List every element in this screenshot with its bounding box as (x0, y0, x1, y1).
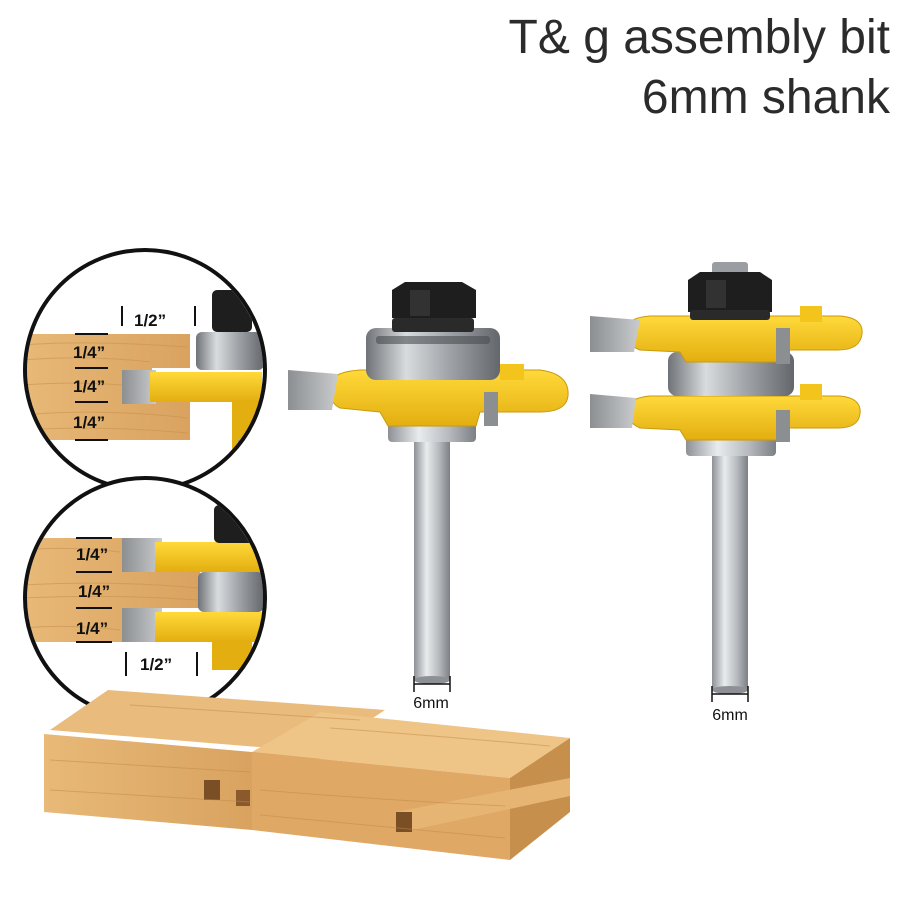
bottom-thickness-label-3: 1/4” (76, 619, 108, 638)
bottom-thickness-label-1: 1/4” (76, 545, 108, 564)
top-thickness-label-2: 1/4” (73, 377, 105, 396)
left-shank-label: 6mm (413, 695, 449, 712)
wood-board-bottom (27, 538, 200, 642)
router-bit-left: 6mm (288, 282, 569, 712)
top-width-label: 1/2” (134, 311, 166, 330)
detail-circle-bottom: 1/4” 1/4” 1/4” 1/2” (23, 476, 267, 720)
product-title: T& g assembly bit 6mm shank (509, 8, 890, 128)
title-line-2: 6mm shank (641, 71, 890, 124)
bottom-thickness-label-2: 1/4” (78, 582, 110, 601)
bottom-width-label: 1/2” (140, 655, 172, 674)
detail-circle-top: 1/2” 1/4” 1/4” 1/4” (23, 248, 267, 492)
top-thickness-label-3: 1/4” (73, 413, 105, 432)
wood-board-top (27, 334, 190, 440)
right-shank-label: 6mm (712, 707, 748, 724)
title-line-1: T& g assembly bit (508, 11, 890, 64)
wood-boards (44, 690, 570, 860)
router-bit-right: 6mm (590, 262, 863, 724)
top-thickness-label-1: 1/4” (73, 343, 105, 362)
